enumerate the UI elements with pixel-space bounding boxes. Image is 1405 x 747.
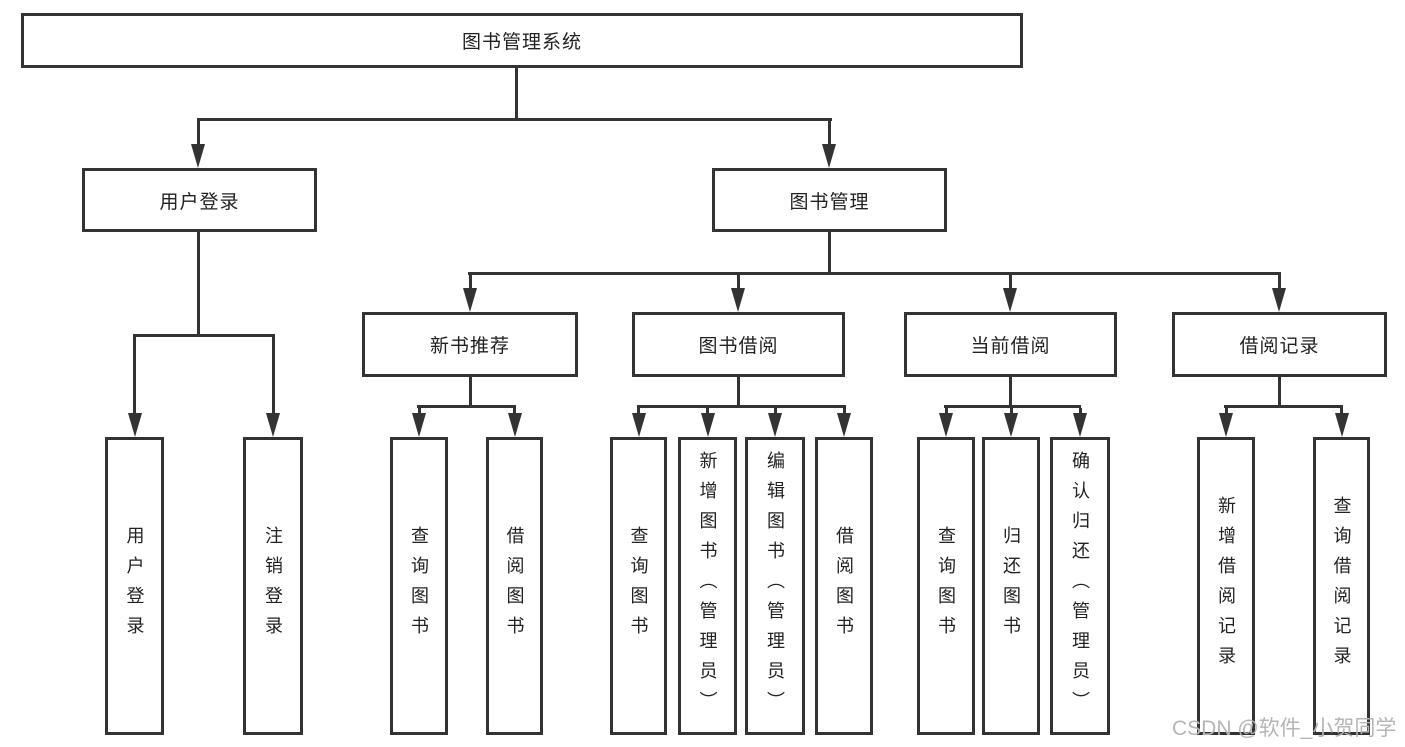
arrowhead-down-icon xyxy=(463,288,477,312)
leaf-query-books-borrowing: 查询图书 xyxy=(610,437,667,735)
arrowhead-down-icon xyxy=(768,413,782,437)
connector-line xyxy=(272,337,275,413)
connector-line xyxy=(1010,408,1013,413)
connector-line xyxy=(1225,408,1228,413)
connector-line xyxy=(945,408,948,413)
connector-line xyxy=(737,275,740,288)
arrowhead-down-icon xyxy=(1335,413,1349,437)
connector-line xyxy=(828,121,831,146)
connector-line xyxy=(197,232,200,334)
leaf-query-books-borrowing-label: 查询图书 xyxy=(628,526,649,646)
arrowhead-down-icon xyxy=(1219,413,1233,437)
connector-line xyxy=(1278,377,1281,405)
node-book-management: 图书管理 xyxy=(712,168,947,232)
leaf-query-borrow-record-label: 查询借阅记录 xyxy=(1331,496,1352,676)
connector-line xyxy=(197,118,832,121)
node-current-borrowing: 当前借阅 xyxy=(904,312,1117,377)
arrowhead-down-icon xyxy=(1272,288,1286,312)
connector-line xyxy=(637,405,846,408)
node-current-borrowing-label: 当前借阅 xyxy=(970,336,1051,357)
connector-line xyxy=(843,408,846,413)
connector-line xyxy=(1079,408,1082,413)
leaf-borrow-books-recommend-label: 借阅图书 xyxy=(504,526,525,646)
leaf-user-login: 用户登录 xyxy=(105,437,164,735)
connector-line xyxy=(515,68,518,120)
leaf-logout-label: 注销登录 xyxy=(263,526,283,646)
connector-line xyxy=(706,408,709,413)
arrowhead-down-icon xyxy=(191,144,205,168)
arrowhead-down-icon xyxy=(412,413,426,437)
connector-line xyxy=(469,377,472,405)
node-borrowing-records: 借阅记录 xyxy=(1172,312,1387,377)
connector-line xyxy=(1224,405,1343,408)
leaf-edit-books-admin: 编辑图书（管理员） xyxy=(745,437,805,735)
leaf-add-books-admin-label: 新增图书（管理员） xyxy=(697,451,718,721)
leaf-query-books-recommend-label: 查询图书 xyxy=(409,526,429,646)
connector-line xyxy=(737,377,740,405)
node-new-book-recommend-label: 新书推荐 xyxy=(429,336,510,357)
leaf-confirm-return-admin-label: 确认归还（管理员） xyxy=(1070,451,1090,721)
leaf-logout: 注销登录 xyxy=(243,437,303,735)
connector-line xyxy=(197,121,200,146)
leaf-add-borrow-record: 新增借阅记录 xyxy=(1197,437,1255,735)
connector-line xyxy=(774,408,777,413)
connector-line xyxy=(637,408,640,413)
node-book-borrowing-label: 图书借阅 xyxy=(698,336,779,357)
arrowhead-down-icon xyxy=(632,413,646,437)
arrowhead-down-icon xyxy=(822,144,836,168)
arrowhead-down-icon xyxy=(508,413,522,437)
arrowhead-down-icon xyxy=(1003,288,1017,312)
arrowhead-down-icon xyxy=(266,413,280,437)
connector-line xyxy=(133,337,136,413)
leaf-borrow-books: 借阅图书 xyxy=(815,437,873,735)
arrowhead-down-icon xyxy=(701,413,715,437)
leaf-confirm-return-admin: 确认归还（管理员） xyxy=(1050,437,1110,735)
connector-line xyxy=(1009,377,1012,405)
node-book-management-label: 图书管理 xyxy=(789,191,870,213)
leaf-edit-books-admin-label: 编辑图书（管理员） xyxy=(765,451,785,721)
leaf-query-books-recommend: 查询图书 xyxy=(390,437,448,735)
connector-line xyxy=(418,408,421,413)
leaf-return-books-label: 归还图书 xyxy=(1001,526,1021,646)
arrowhead-down-icon xyxy=(1004,413,1018,437)
leaf-user-login-label: 用户登录 xyxy=(124,526,145,646)
arrowhead-down-icon xyxy=(1073,413,1087,437)
leaf-add-borrow-record-label: 新增借阅记录 xyxy=(1216,496,1236,676)
csdn-watermark: CSDN @软件_小贺同学 xyxy=(1172,717,1397,740)
node-user-login-label: 用户登录 xyxy=(159,191,240,213)
leaf-query-borrow-record: 查询借阅记录 xyxy=(1313,437,1370,735)
leaf-borrow-books-label: 借阅图书 xyxy=(834,526,854,646)
arrowhead-down-icon xyxy=(128,413,142,437)
connector-line xyxy=(944,405,1081,408)
connector-line xyxy=(469,275,472,288)
node-new-book-recommend: 新书推荐 xyxy=(362,312,578,377)
connector-line xyxy=(468,272,1281,275)
connector-line xyxy=(1278,275,1281,288)
leaf-add-books-admin: 新增图书（管理员） xyxy=(678,437,737,735)
leaf-query-books-current-label: 查询图书 xyxy=(936,526,956,646)
arrowhead-down-icon xyxy=(939,413,953,437)
node-library-management-system-label: 图书管理系统 xyxy=(461,32,582,53)
node-book-borrowing: 图书借阅 xyxy=(632,312,845,377)
leaf-return-books: 归还图书 xyxy=(982,437,1040,735)
connector-line xyxy=(1009,275,1012,288)
node-user-login: 用户登录 xyxy=(82,168,317,232)
connector-line xyxy=(133,334,275,337)
node-borrowing-records-label: 借阅记录 xyxy=(1239,336,1320,357)
arrowhead-down-icon xyxy=(731,288,745,312)
connector-line xyxy=(1340,408,1343,413)
connector-line xyxy=(513,408,516,413)
leaf-borrow-books-recommend: 借阅图书 xyxy=(486,437,543,735)
arrowhead-down-icon xyxy=(837,413,851,437)
node-library-management-system: 图书管理系统 xyxy=(21,13,1023,68)
connector-line xyxy=(417,405,516,408)
leaf-query-books-current: 查询图书 xyxy=(917,437,975,735)
connector-line xyxy=(828,232,831,272)
